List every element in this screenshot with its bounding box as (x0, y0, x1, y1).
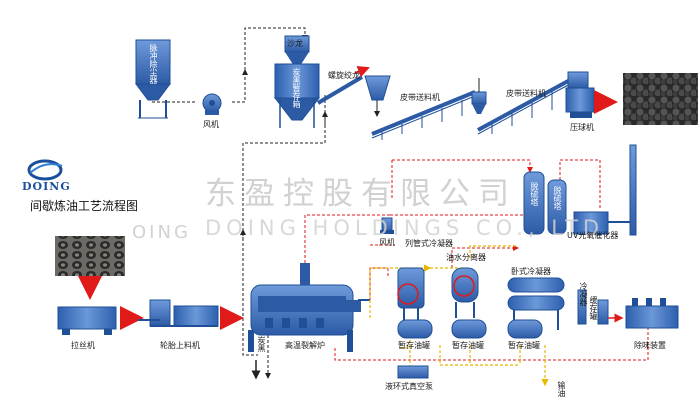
label-deodorizer: 除味装置 (634, 341, 666, 350)
label-screw-conveyor: 螺旋绞龙 (328, 71, 360, 80)
wire-puller (57, 306, 117, 335)
label-vacuum-pump: 液环式真空泵 (385, 382, 433, 391)
label-tire-loader: 轮胎上料机 (160, 341, 200, 350)
watermark-cn: 东盈控股有限公司 (205, 176, 517, 212)
label-pulse-dust: 脉冲除尘器 (149, 44, 158, 84)
belt-conveyor-1 (371, 90, 476, 140)
watermark-left: OING (132, 222, 191, 243)
label-tank-3: 暂存油罐 (508, 341, 540, 350)
screw-conveyor-graphic (316, 65, 370, 105)
watermark-en: DOING HOLDINGS CO., LTD (205, 216, 605, 240)
label-buffer-tank: 缓存罐 (589, 296, 598, 320)
top-fan (202, 93, 222, 115)
horizontal-condensers (507, 277, 565, 330)
label-wire-puller: 拉丝机 (71, 341, 95, 350)
small-hopper-2 (471, 78, 487, 114)
small-hopper-1 (364, 75, 391, 117)
label-belt-1: 皮带送料机 (400, 93, 440, 102)
label-oil-output: 输油 (557, 381, 566, 397)
label-uv-catalyst: UV光氧催化器 (567, 231, 619, 240)
label-tank-1: 暂存油罐 (398, 341, 430, 350)
label-fan-top: 风机 (203, 120, 219, 129)
tire-loader (138, 299, 219, 327)
oil-water-separator (451, 267, 479, 318)
label-shalong: 沙龙 (287, 39, 303, 48)
pulse-dust-collector (135, 39, 171, 119)
label-belt-2: 皮带送料机 (506, 89, 546, 98)
label-oil-water-sep: 油水分离器 (446, 253, 486, 262)
diagram-title: 间歇炼油工艺流程图 (30, 199, 139, 213)
label-scrubber-1: 脱硫塔 (530, 182, 539, 206)
label-tube-condenser: 列管式冷凝器 (405, 239, 453, 248)
cyclone-and-hopper (273, 35, 321, 128)
middle-fan (380, 217, 394, 234)
storage-tanks (397, 319, 543, 339)
tire-pile-photo (55, 236, 125, 276)
cooler-buffer-deodorizer (577, 289, 679, 329)
dust-flow-lines (151, 27, 328, 379)
label-tank-2: 暂存油罐 (452, 341, 484, 350)
ball-press (565, 71, 618, 118)
label-ball-press: 压球机 (570, 123, 594, 132)
label-fan-mid: 风机 (379, 238, 395, 247)
carbon-balls-photo (623, 73, 698, 125)
scrubber-towers (523, 144, 637, 236)
label-scrubber-2: 脱硫塔 (553, 186, 562, 210)
label-carbon-out: 炭黑 (257, 336, 266, 352)
label-cooler: 冷凝器 (579, 282, 588, 306)
pyrolysis-reactor (248, 263, 370, 352)
vacuum-pump (397, 365, 429, 379)
label-static-condenser: 卧式冷凝器 (511, 267, 551, 276)
label-reactor: 高温裂解炉 (285, 341, 325, 350)
brand-name: DOING (22, 180, 71, 193)
label-carbon-hopper: 炭黑暂存箱 (292, 68, 301, 108)
doing-logo (27, 159, 63, 181)
belt-conveyor-2 (477, 78, 571, 135)
tubular-condenser (397, 267, 425, 320)
